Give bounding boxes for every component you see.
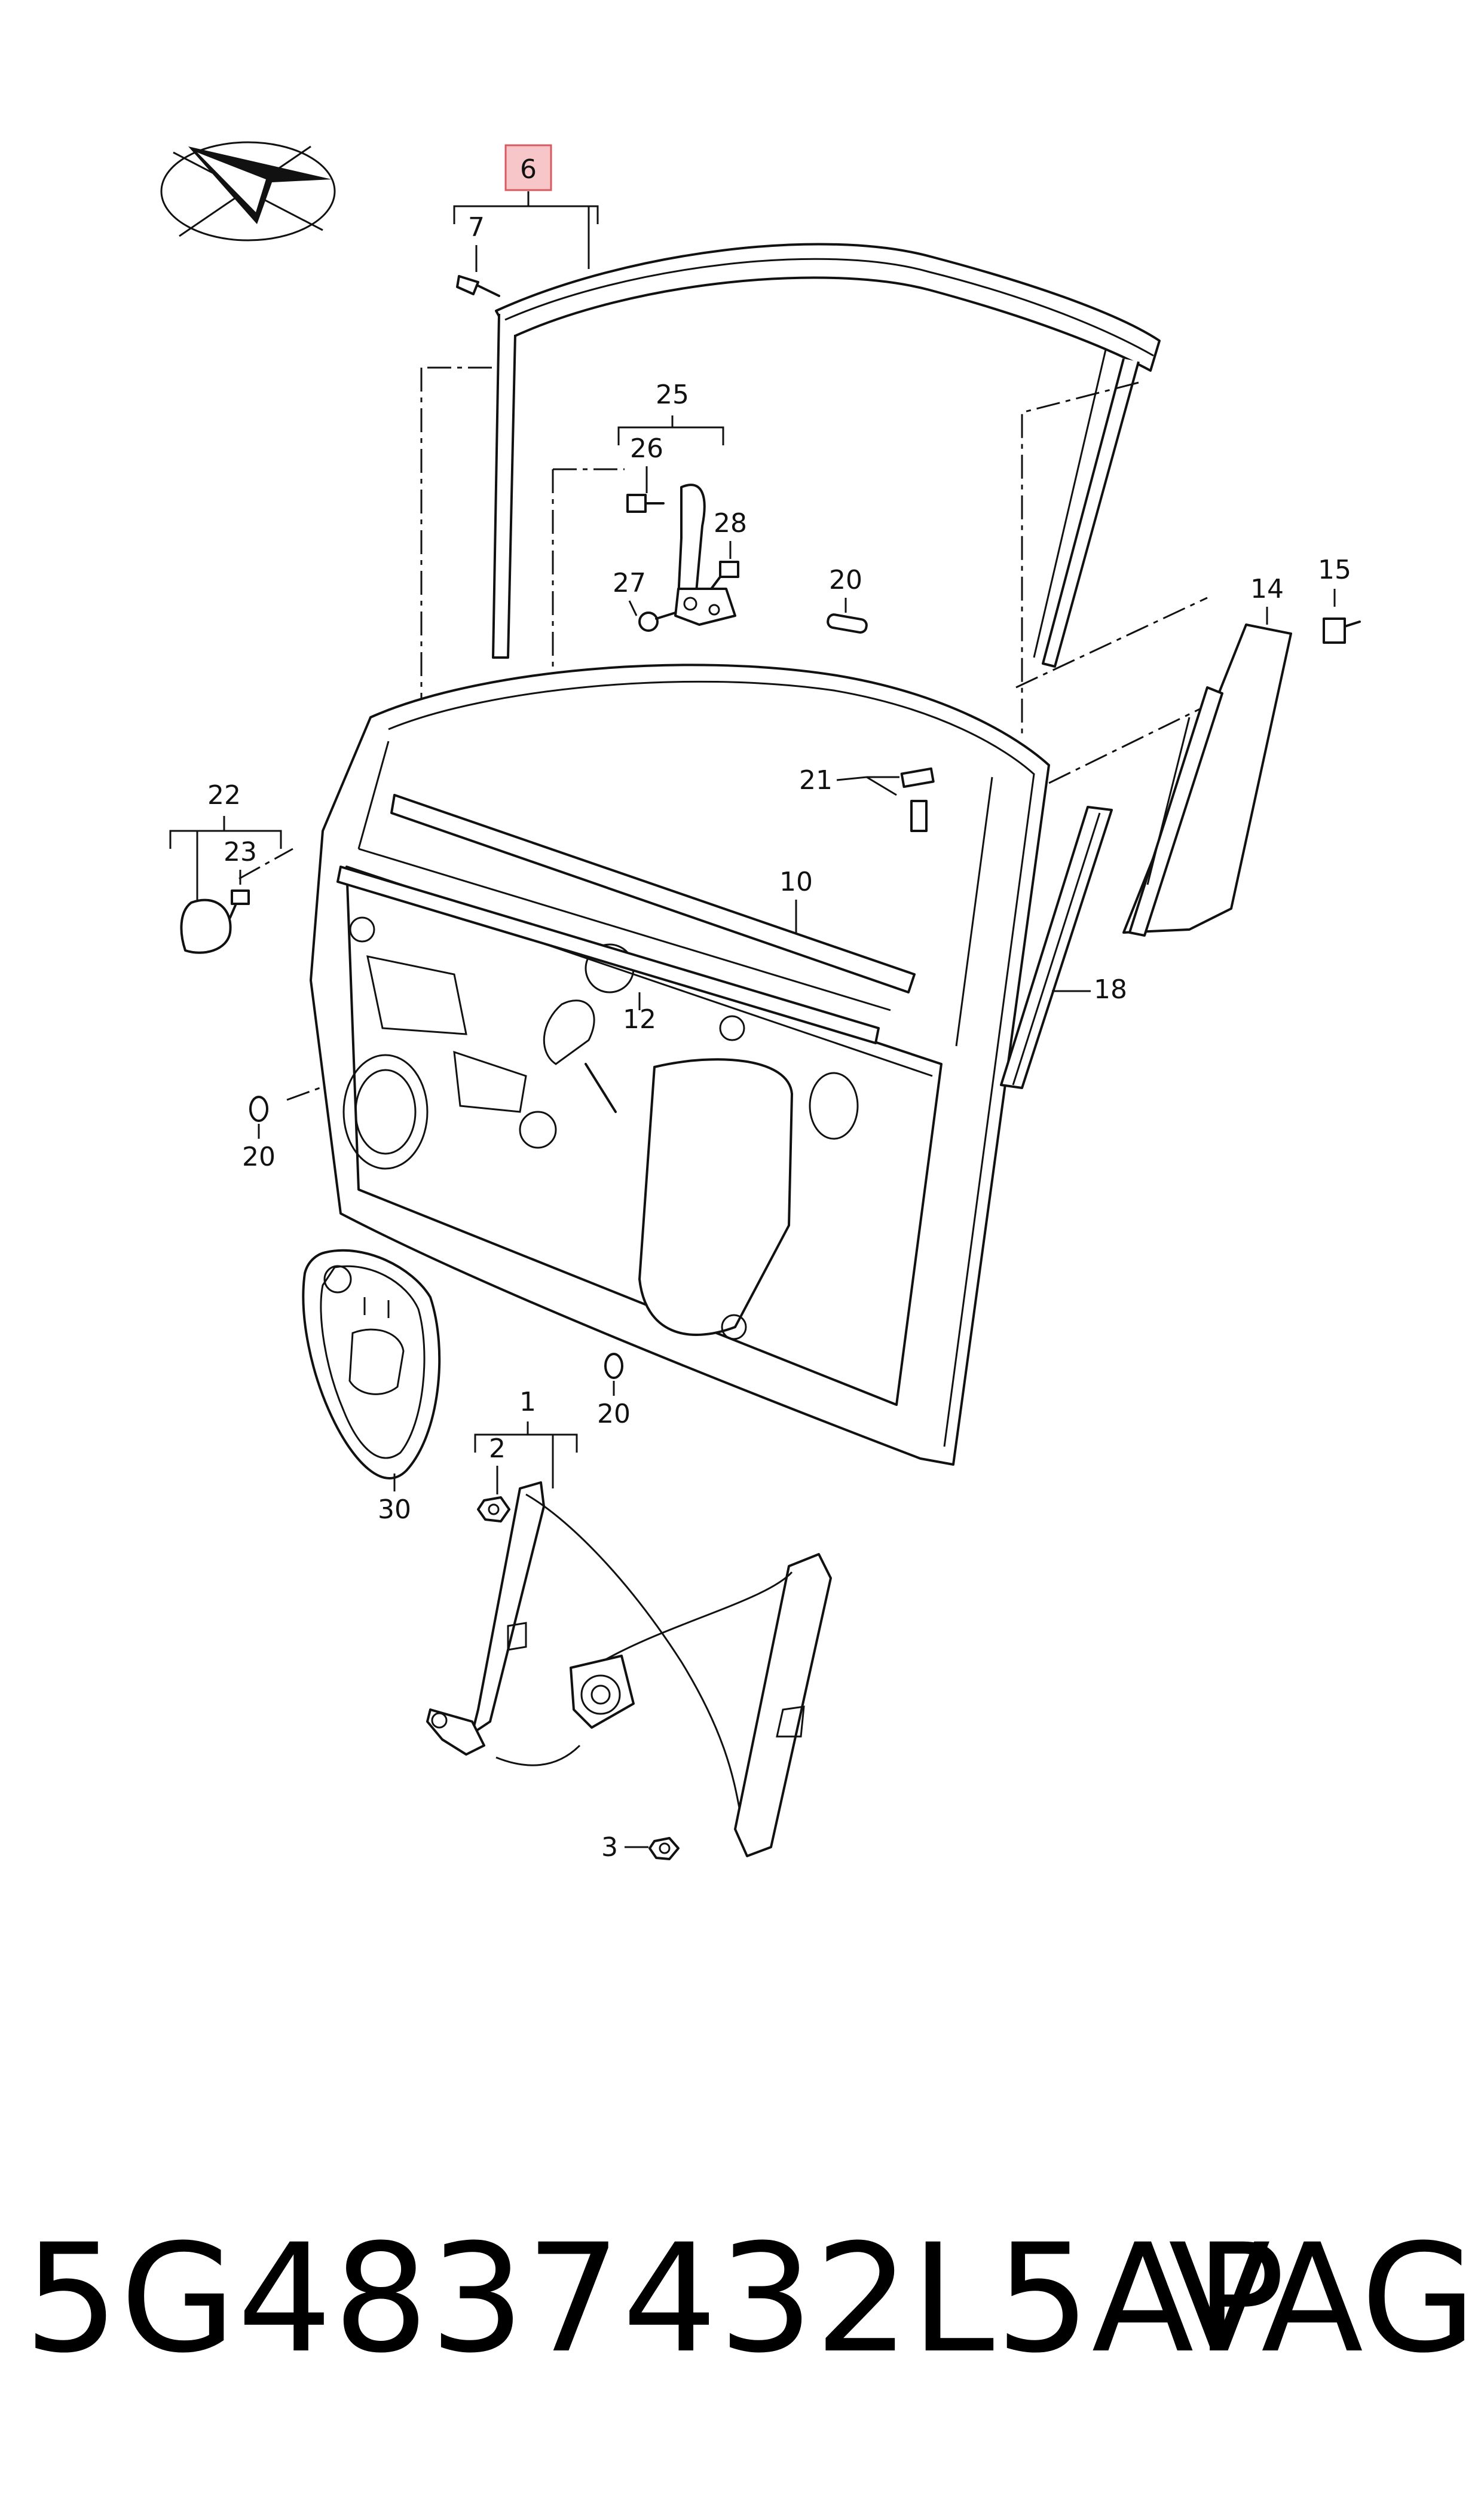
callout-26[interactable]: 26 (630, 433, 663, 464)
callout-2[interactable]: 2 (489, 1433, 506, 1464)
callout-15[interactable]: 15 (1318, 555, 1351, 585)
callout-7[interactable]: 7 (468, 212, 485, 243)
outer-window-strip-10 (358, 794, 916, 1011)
seal-clip-21 (900, 767, 935, 832)
window-guide-strip-18 (1000, 806, 1113, 1089)
inner-window-strip-12 (336, 866, 880, 1044)
clip-15 (1323, 617, 1361, 644)
window-regulator-1 (426, 1481, 832, 1857)
callout-30[interactable]: 30 (378, 1494, 411, 1525)
callout-20-bottom[interactable]: 20 (597, 1399, 631, 1429)
callout-27[interactable]: 27 (613, 568, 646, 598)
svg-text:6: 6 (520, 154, 537, 185)
callout-20-left[interactable]: 20 (242, 1142, 276, 1172)
bolt-27 (638, 612, 677, 632)
brand-label: VAG (1168, 2212, 1477, 2386)
callout-25[interactable]: 25 (656, 380, 689, 410)
callout-14[interactable]: 14 (1250, 574, 1284, 604)
nut-2 (477, 1496, 510, 1523)
part-number: 5G4837432L5AP (24, 2212, 1287, 2386)
door-seal-30 (302, 1249, 441, 1479)
callout-6-highlighted[interactable]: 6 (504, 144, 552, 191)
window-seal-channel (492, 243, 1161, 668)
orientation-logo (160, 141, 336, 241)
cap-22 (180, 898, 232, 954)
screw-7 (456, 275, 500, 297)
screw-23 (229, 889, 250, 919)
callout-1[interactable]: 1 (519, 1387, 536, 1417)
b-pillar-trim-14 (1122, 623, 1292, 937)
bolt-28 (710, 561, 739, 590)
door-shell (310, 664, 1050, 1466)
callout-3[interactable]: 3 (601, 1832, 618, 1863)
callout-28[interactable]: 28 (714, 508, 747, 539)
callout-18[interactable]: 18 (1094, 974, 1127, 1005)
callout-22[interactable]: 22 (207, 780, 241, 811)
callout-10[interactable]: 10 (779, 867, 813, 897)
plug-20-left (249, 1096, 268, 1122)
window-guide-bracket-25 (674, 484, 736, 626)
callout-23[interactable]: 23 (224, 837, 257, 867)
callout-20-top[interactable]: 20 (829, 565, 862, 595)
nut-3 (648, 1837, 680, 1860)
callout-21[interactable]: 21 (799, 765, 833, 796)
bolt-26 (626, 494, 665, 513)
plug-20-top (827, 613, 868, 634)
plug-20-bottom (604, 1353, 623, 1379)
